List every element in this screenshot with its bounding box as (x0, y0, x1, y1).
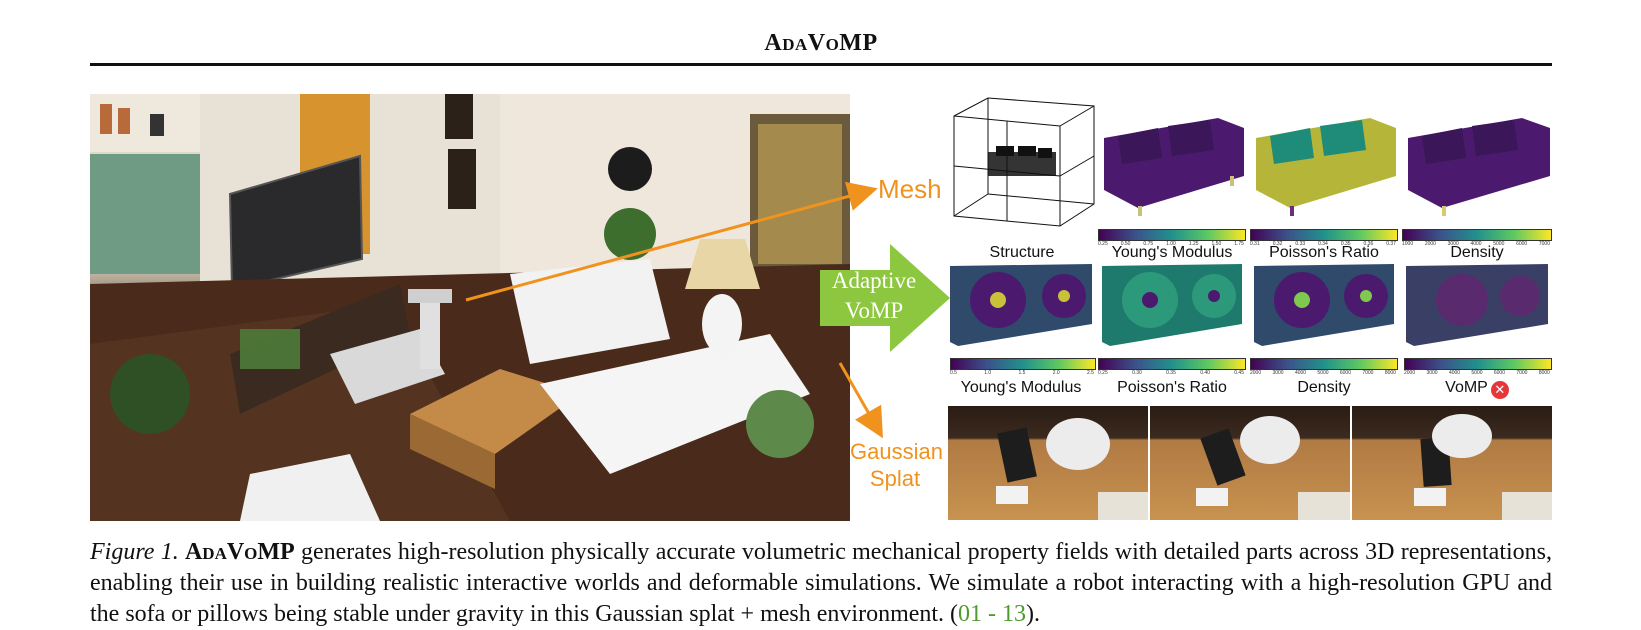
young-modulus-label-top: Young's Modulus (1111, 244, 1233, 261)
poisson-ratio-colorbar-bottom (1098, 358, 1246, 370)
gaussian-splat-label: Gaussian Splat (850, 438, 943, 492)
mesh-arrow (465, 181, 878, 302)
structure-octree-image (948, 94, 1096, 232)
poisson-ratio-colorbar-top (1250, 229, 1398, 241)
density-label-top: Density (1450, 244, 1504, 261)
header-rule (90, 63, 1552, 66)
living-room-scene-image (90, 94, 850, 521)
density-label-bottom: Density (1297, 379, 1351, 396)
adaptive-vomp-label: Adaptive VoMP (822, 266, 926, 326)
running-head: AdaVoMP (764, 30, 878, 56)
figure-label: Figure 1. (90, 539, 179, 565)
robot-frame-1 (948, 406, 1148, 520)
gpu-poisson-ratio-image (1098, 262, 1246, 354)
caption-close: ). (1026, 601, 1041, 627)
annotation-arrows (465, 181, 883, 439)
gpu-young-modulus-image (946, 262, 1096, 354)
young-modulus-colorbar-top (1098, 229, 1246, 241)
video-link[interactable]: 01 - 13 (958, 601, 1027, 627)
sofa-density-image (1402, 98, 1552, 218)
vomp-colorbar-bottom (1404, 358, 1552, 370)
adaptive-vomp-arrow (820, 244, 950, 352)
caption-text: generates high-resolution physically acc… (90, 539, 1552, 627)
poisson-ratio-label-top: Poisson's Ratio (1269, 244, 1379, 261)
gpu-density-image (1250, 262, 1398, 354)
figure-caption: Figure 1. AdaVoMP generates high-resolut… (90, 537, 1552, 630)
splat-label-line2: Splat (869, 466, 921, 491)
adaptive-label-line2: VoMP (844, 298, 904, 323)
splat-label-line1: Gaussian (850, 439, 943, 464)
gpu-vomp-image (1402, 262, 1552, 354)
robot-frame-2 (1150, 406, 1350, 520)
poisson-ratio-label-bottom: Poisson's Ratio (1117, 379, 1227, 396)
figure-1: Mesh Adaptive VoMP Gaussian Splat (90, 94, 1552, 521)
robot-interaction-strip (948, 406, 1552, 520)
vomp-label: VoMP✕ (1402, 379, 1552, 399)
young-modulus-colorbar-bottom (950, 358, 1096, 370)
method-name: AdaVoMP (184, 539, 295, 565)
gaussian-splat-arrow (838, 362, 883, 439)
adaptive-label-line1: Adaptive (831, 268, 917, 293)
density-colorbar-top (1402, 229, 1552, 241)
density-colorbar-bottom (1250, 358, 1398, 370)
sofa-poisson-ratio-image (1250, 98, 1398, 218)
close-icon: ✕ (1490, 381, 1509, 399)
vomp-label-text: VoMP (1445, 379, 1488, 396)
structure-label: Structure (989, 244, 1055, 261)
robot-frame-3 (1352, 406, 1552, 520)
scene-illustration (90, 94, 850, 521)
mesh-label: Mesh (878, 174, 942, 204)
sofa-young-modulus-image (1098, 98, 1246, 218)
young-modulus-label-bottom: Young's Modulus (960, 379, 1082, 396)
